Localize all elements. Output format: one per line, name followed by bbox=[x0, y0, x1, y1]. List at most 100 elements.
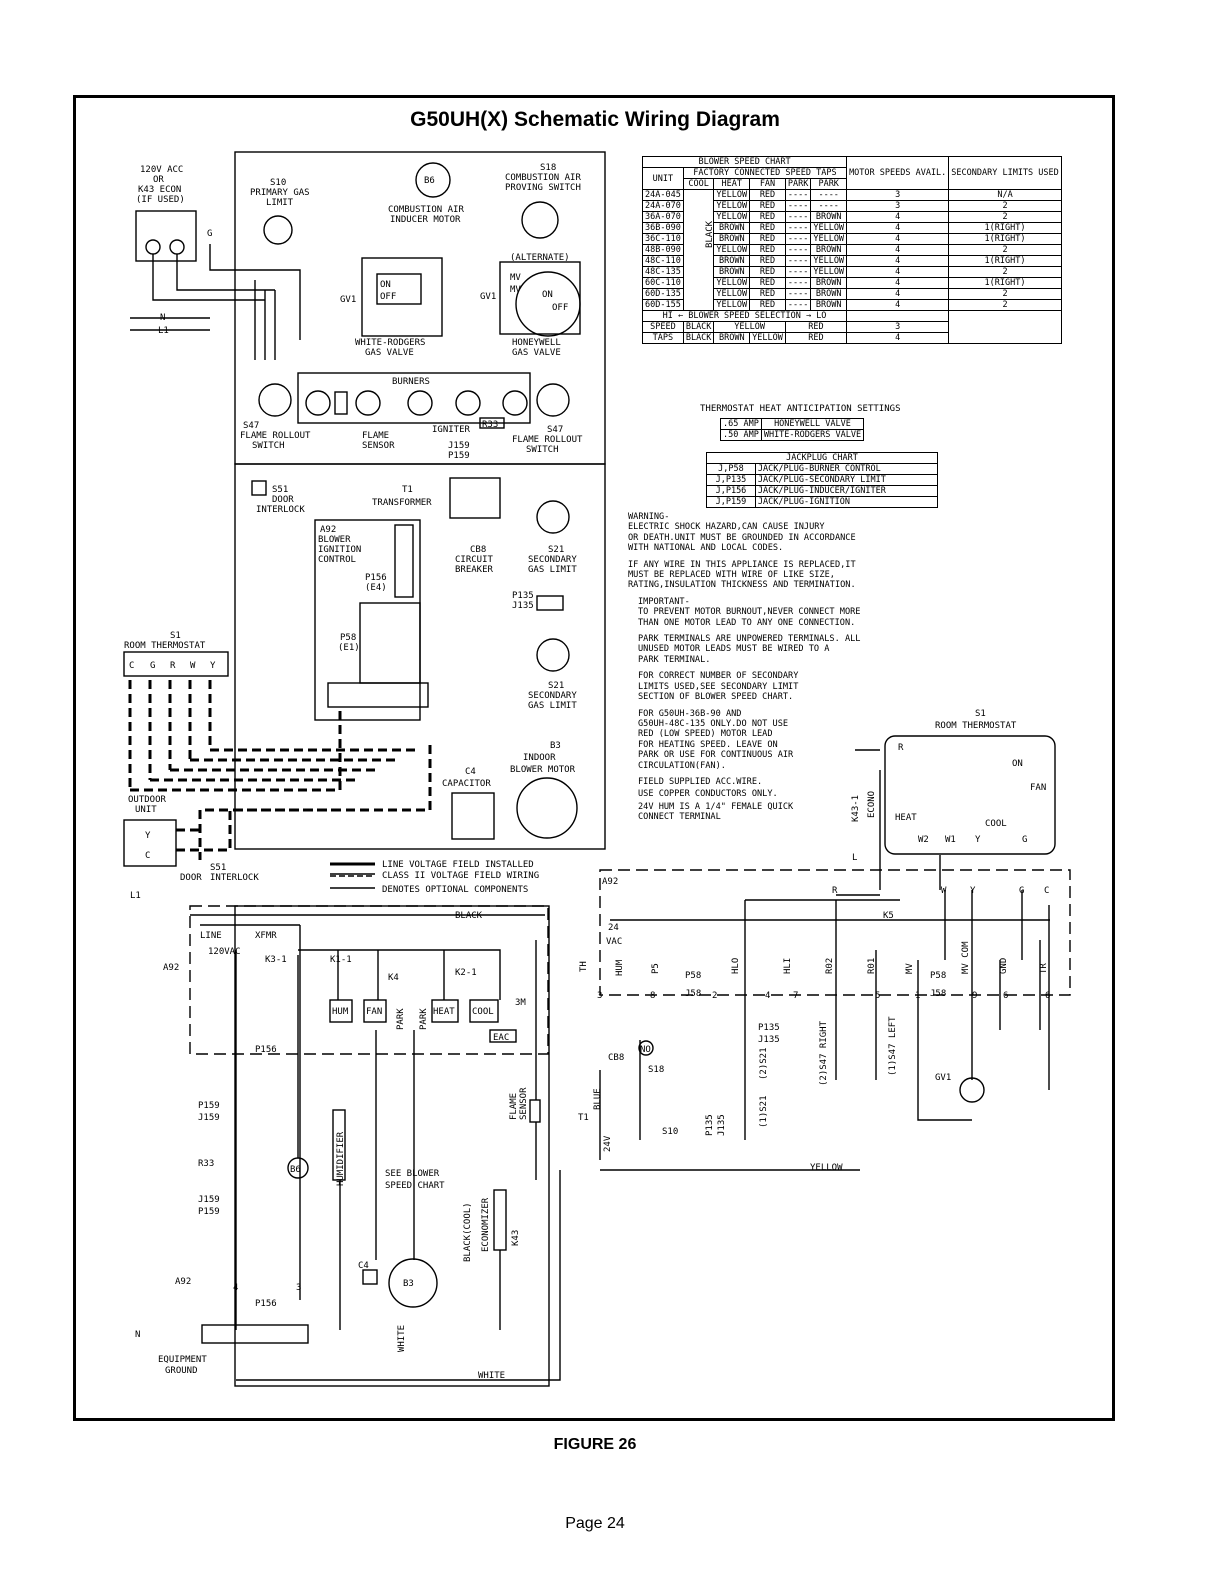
p58-connector bbox=[359, 602, 421, 684]
svg-text:B6: B6 bbox=[290, 1165, 301, 1175]
svg-text:COOL: COOL bbox=[472, 1007, 494, 1017]
b3-motor-symbol bbox=[388, 1258, 438, 1308]
svg-text:C4: C4 bbox=[465, 767, 476, 777]
svg-text:OUTDOOR: OUTDOOR bbox=[128, 795, 167, 805]
svg-text:S1: S1 bbox=[170, 631, 181, 641]
svg-text:OFF: OFF bbox=[380, 292, 396, 302]
svg-text:6: 6 bbox=[1045, 991, 1050, 1001]
svg-text:HEAT: HEAT bbox=[433, 1007, 455, 1017]
room-thermostat-left bbox=[123, 651, 229, 677]
svg-text:FLAME: FLAME bbox=[509, 1093, 519, 1120]
svg-text:W1: W1 bbox=[945, 835, 956, 845]
svg-text:R: R bbox=[170, 661, 176, 671]
svg-text:R02: R02 bbox=[825, 958, 835, 974]
svg-text:IGNITER: IGNITER bbox=[432, 425, 471, 435]
note-4: FOR G50UH-36B-90 AND G50UH-48C-135 ONLY.… bbox=[638, 708, 794, 771]
svg-text:SWITCH: SWITCH bbox=[252, 441, 285, 451]
svg-text:NO: NO bbox=[640, 1045, 651, 1055]
svg-text:DOOR: DOOR bbox=[272, 495, 294, 505]
svg-text:T1: T1 bbox=[402, 485, 413, 495]
svg-text:G: G bbox=[1022, 835, 1027, 845]
acc-terminal-2 bbox=[169, 239, 185, 255]
svg-text:BLACK(COOL): BLACK(COOL) bbox=[463, 1202, 473, 1262]
svg-text:S1: S1 bbox=[975, 709, 986, 719]
humidifier-symbol bbox=[332, 1109, 346, 1181]
svg-text:YELLOW: YELLOW bbox=[810, 1163, 843, 1173]
svg-text:4: 4 bbox=[233, 1283, 238, 1293]
hum-terminal bbox=[329, 999, 353, 1023]
svg-text:P156: P156 bbox=[365, 573, 387, 583]
note-7: 24V HUM IS A 1/4" FEMALE QUICK CONNECT T… bbox=[638, 801, 794, 823]
svg-text:3: 3 bbox=[597, 991, 602, 1001]
label-120v-acc: 120V ACC bbox=[140, 165, 183, 175]
svg-text:PROVING SWITCH: PROVING SWITCH bbox=[505, 183, 581, 193]
svg-text:S18: S18 bbox=[540, 163, 556, 173]
svg-text:(2)S47 RIGHT: (2)S47 RIGHT bbox=[819, 1020, 829, 1086]
svg-text:(ALTERNATE): (ALTERNATE) bbox=[510, 253, 570, 263]
svg-text:L: L bbox=[852, 853, 857, 863]
svg-text:SENSOR: SENSOR bbox=[362, 441, 395, 451]
svg-text:INDUCER MOTOR: INDUCER MOTOR bbox=[390, 215, 461, 225]
svg-text:J135: J135 bbox=[758, 1035, 780, 1045]
s47-rollout-left bbox=[258, 383, 292, 417]
svg-text:ECONOMIZER: ECONOMIZER bbox=[481, 1197, 491, 1252]
svg-text:1: 1 bbox=[915, 991, 920, 1001]
svg-text:K5: K5 bbox=[883, 911, 894, 921]
svg-text:C4: C4 bbox=[358, 1261, 369, 1271]
svg-text:K43-1: K43-1 bbox=[851, 795, 861, 822]
s47-rollout-right bbox=[536, 383, 570, 417]
svg-text:GROUND: GROUND bbox=[165, 1366, 198, 1376]
svg-text:S51: S51 bbox=[272, 485, 288, 495]
svg-text:TRANSFORMER: TRANSFORMER bbox=[372, 498, 432, 508]
svg-text:OR: OR bbox=[153, 175, 164, 185]
svg-text:FLAME ROLLOUT: FLAME ROLLOUT bbox=[512, 435, 583, 445]
svg-text:CB8: CB8 bbox=[470, 545, 486, 555]
svg-text:SENSOR: SENSOR bbox=[519, 1087, 529, 1120]
svg-text:A92: A92 bbox=[175, 1277, 191, 1287]
svg-text:INTERLOCK: INTERLOCK bbox=[256, 505, 305, 515]
svg-text:P135: P135 bbox=[512, 591, 534, 601]
svg-text:HLI: HLI bbox=[783, 958, 793, 974]
svg-text:(E4): (E4) bbox=[365, 583, 387, 593]
a92-optional-area bbox=[189, 905, 549, 1055]
svg-text:Y: Y bbox=[975, 835, 981, 845]
unit-lower-box bbox=[234, 463, 606, 850]
note-2: PARK TERMINALS ARE UNPOWERED TERMINALS. … bbox=[638, 634, 861, 665]
no-contact bbox=[638, 1040, 654, 1056]
svg-text:S10: S10 bbox=[270, 178, 286, 188]
svg-text:MV: MV bbox=[905, 963, 915, 974]
blower-speed-chart: BLOWER SPEED CHART MOTOR SPEEDS AVAIL. S… bbox=[641, 156, 1062, 344]
lower-schematic-box bbox=[234, 905, 550, 1387]
svg-text:DOOR: DOOR bbox=[180, 873, 202, 883]
thermostat-terminal-strip bbox=[327, 682, 429, 708]
b6-inducer-symbol bbox=[415, 162, 451, 198]
t1-transformer bbox=[449, 477, 501, 519]
white-rodgers-valve bbox=[361, 257, 443, 337]
svg-text:P159: P159 bbox=[198, 1207, 220, 1217]
svg-text:4: 4 bbox=[765, 991, 770, 1001]
svg-text:P159: P159 bbox=[198, 1101, 220, 1111]
svg-text:9: 9 bbox=[972, 991, 977, 1001]
svg-text:HONEYWELL: HONEYWELL bbox=[512, 338, 561, 348]
svg-text:R: R bbox=[832, 886, 838, 896]
svg-text:INDOOR: INDOOR bbox=[523, 753, 556, 763]
svg-text:(IF USED): (IF USED) bbox=[136, 195, 185, 205]
svg-text:GAS LIMIT: GAS LIMIT bbox=[528, 701, 577, 711]
gv1-valve-symbol bbox=[959, 1077, 985, 1103]
svg-text:GV1: GV1 bbox=[935, 1073, 951, 1083]
svg-text:Y: Y bbox=[970, 886, 976, 896]
r33-igniter bbox=[479, 417, 505, 429]
svg-text:HUMIDIFIER: HUMIDIFIER bbox=[336, 1131, 346, 1186]
svg-text:N: N bbox=[160, 313, 165, 323]
svg-text:COOL: COOL bbox=[985, 819, 1007, 829]
svg-text:L1: L1 bbox=[130, 891, 141, 901]
svg-text:CB8: CB8 bbox=[608, 1053, 624, 1063]
svg-text:GND: GND bbox=[999, 958, 1009, 974]
svg-text:GV1: GV1 bbox=[480, 292, 496, 302]
flame-sensor-symbol bbox=[529, 1099, 541, 1123]
